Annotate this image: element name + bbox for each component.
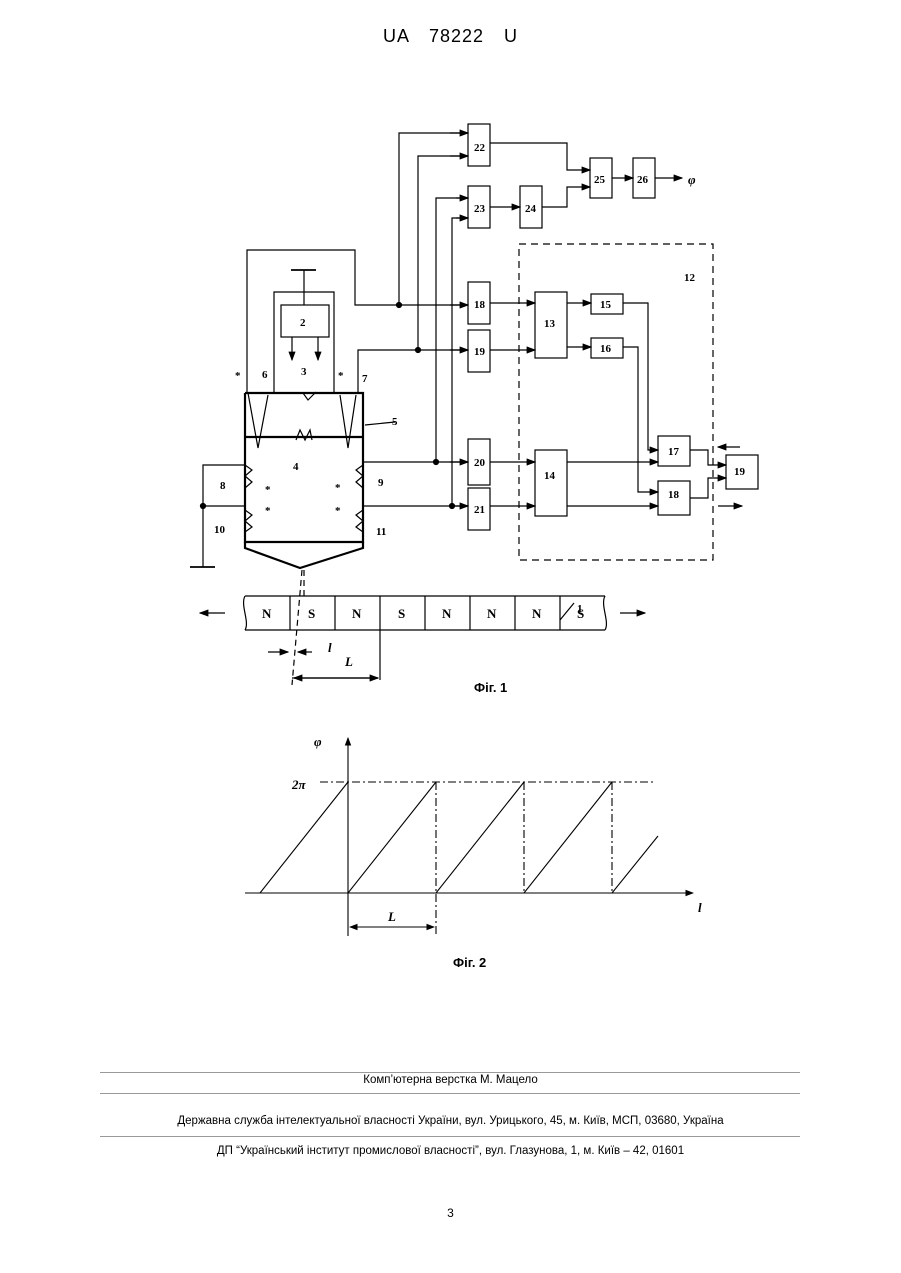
ramp-2 bbox=[436, 782, 524, 893]
output-phi: φ bbox=[688, 172, 696, 187]
fig2-x-label: l bbox=[698, 900, 702, 915]
pole-0: N bbox=[262, 606, 272, 621]
label-28: 26 bbox=[637, 174, 649, 186]
label-20: 18 bbox=[474, 299, 486, 311]
star-mark: * bbox=[235, 370, 241, 382]
fig2-plot bbox=[245, 738, 693, 936]
label-23: 21 bbox=[474, 504, 485, 516]
label-11: 11 bbox=[376, 526, 386, 538]
label-2: 2 bbox=[300, 317, 306, 329]
pole-1: S bbox=[308, 606, 315, 621]
label-27: 25 bbox=[594, 174, 606, 186]
label-12: 12 bbox=[684, 272, 696, 284]
footer-rule bbox=[100, 1136, 800, 1137]
label-15: 15 bbox=[600, 299, 612, 311]
star-mark: * bbox=[335, 482, 341, 494]
star-mark: * bbox=[338, 370, 344, 382]
fig1-caption: Фіг. 1 bbox=[474, 680, 507, 695]
dim-l: l bbox=[328, 640, 332, 655]
block-14 bbox=[535, 450, 567, 516]
label-19-text: 19 bbox=[734, 466, 746, 478]
label-8: 8 bbox=[220, 480, 226, 492]
label-22: 20 bbox=[474, 457, 486, 469]
dim-L: L bbox=[344, 654, 353, 669]
sensor-housing bbox=[245, 393, 363, 568]
page-number: 3 bbox=[0, 1206, 901, 1220]
footer-rule bbox=[100, 1072, 800, 1073]
label-13: 13 bbox=[544, 318, 556, 330]
label-9: 9 bbox=[378, 477, 384, 489]
pole-7: S bbox=[577, 606, 584, 621]
pole-4: N bbox=[442, 606, 452, 621]
office-address: Державна служба інтелектуальної власност… bbox=[0, 1115, 901, 1127]
label-14: 14 bbox=[544, 470, 556, 482]
fig2-caption: Фіг. 2 bbox=[453, 955, 486, 970]
label-3: 3 bbox=[301, 366, 307, 378]
label-10: 10 bbox=[214, 524, 226, 536]
fig1-labels: 22 23 24 25 26 φ 12 18 19 20 21 13 14 15… bbox=[214, 142, 746, 695]
label-6: 6 bbox=[262, 369, 268, 381]
label-16: 16 bbox=[600, 343, 612, 355]
fig2-labels: φ 2π l L Фіг. 2 bbox=[291, 734, 702, 970]
layout-credit: Комп’ютерна верстка М. Мацело bbox=[0, 1074, 901, 1086]
star-mark: * bbox=[335, 505, 341, 517]
ramp-3 bbox=[524, 782, 612, 893]
pole-6: N bbox=[532, 606, 542, 621]
institute-address: ДП “Український інститут промислової вла… bbox=[0, 1145, 901, 1157]
fig2-y-label: φ bbox=[314, 734, 322, 749]
pole-3: S bbox=[398, 606, 405, 621]
footer-rule bbox=[100, 1093, 800, 1094]
ramp-1 bbox=[348, 782, 436, 893]
label-25: 23 bbox=[474, 203, 486, 215]
ramp-0 bbox=[260, 782, 348, 893]
label-7: 7 bbox=[362, 373, 368, 385]
pole-5: N bbox=[487, 606, 497, 621]
ramp-4 bbox=[612, 836, 658, 893]
pole-2: N bbox=[352, 606, 362, 621]
star-mark: * bbox=[265, 484, 271, 496]
star-mark: * bbox=[265, 505, 271, 517]
label-26: 24 bbox=[525, 203, 537, 215]
label-5: 5 bbox=[392, 416, 398, 428]
label-24: 22 bbox=[474, 142, 486, 154]
block-12-enclosure bbox=[519, 244, 713, 560]
label-17: 17 bbox=[668, 446, 680, 458]
label-4: 4 bbox=[293, 461, 299, 473]
label-18-text: 18 bbox=[668, 489, 680, 501]
label-21: 19 bbox=[474, 346, 486, 358]
fig2-period-label: L bbox=[387, 909, 396, 924]
fig2-level-label: 2π bbox=[291, 777, 307, 792]
